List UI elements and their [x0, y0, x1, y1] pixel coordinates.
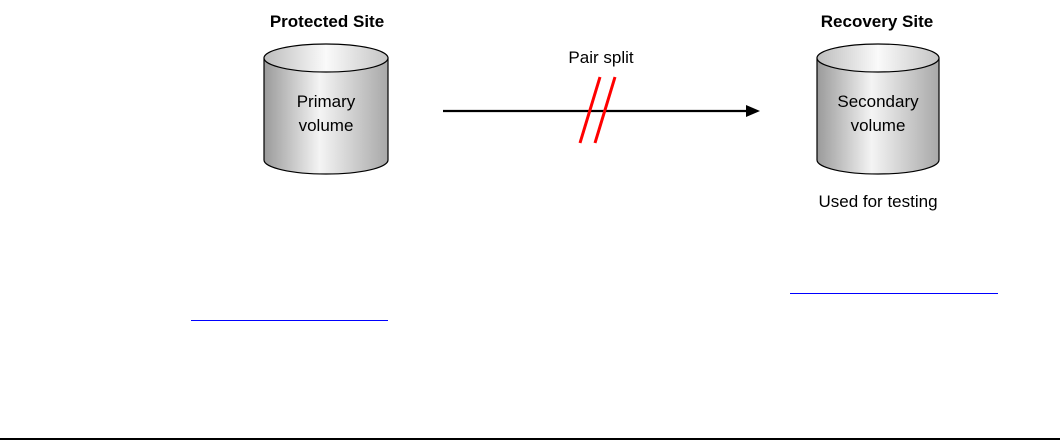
- secondary-volume-label-line1: Secondary: [837, 92, 919, 111]
- primary-volume-cylinder: [263, 43, 389, 175]
- hyperlink-underline[interactable]: [790, 293, 998, 294]
- protected-site-title: Protected Site: [270, 12, 384, 31]
- pair-split-label: Pair split: [568, 48, 633, 67]
- primary-volume-label-line1: Primary: [297, 92, 356, 111]
- split-mark-icon: [578, 76, 617, 144]
- primary-volume-label-line2: volume: [299, 116, 354, 135]
- secondary-volume-label-line2: volume: [851, 116, 906, 135]
- replication-arrow: [443, 105, 760, 117]
- footer-divider: [0, 438, 1060, 440]
- secondary-volume-note: Used for testing: [818, 192, 937, 211]
- recovery-site-title: Recovery Site: [821, 12, 933, 31]
- hyperlink-underline[interactable]: [191, 320, 388, 321]
- secondary-volume-cylinder: [816, 43, 940, 175]
